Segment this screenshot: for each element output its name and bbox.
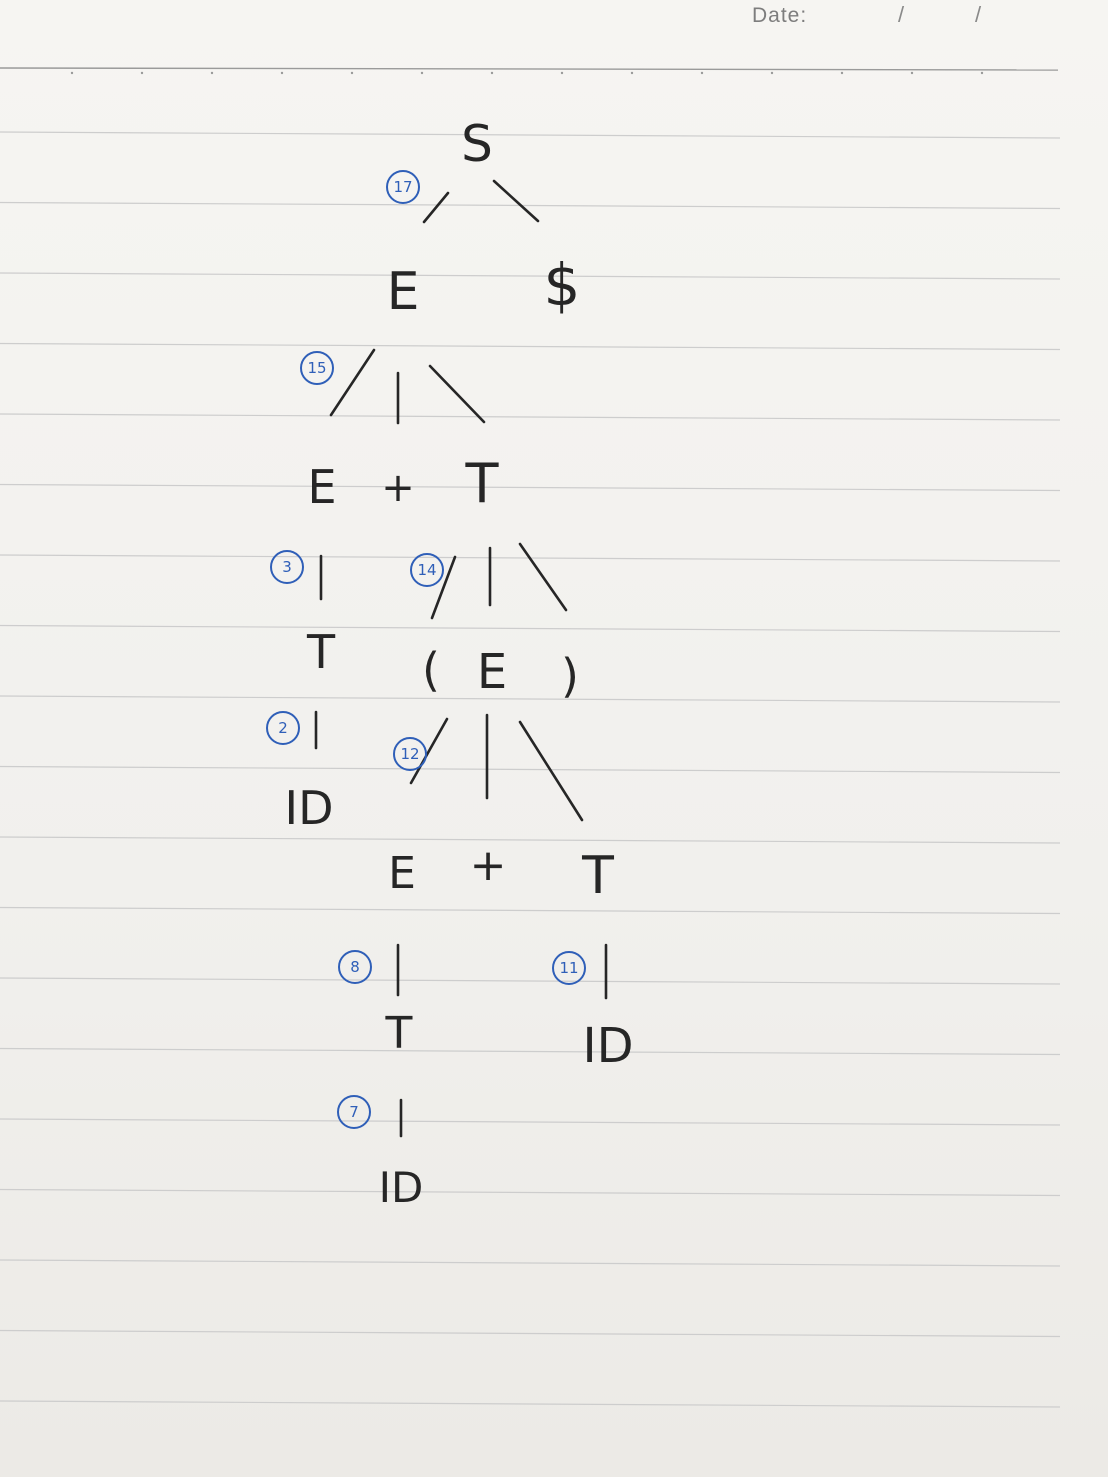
node-T: T — [465, 452, 499, 515]
node-E: E — [307, 460, 337, 514]
header-dot — [770, 71, 774, 75]
node-ID: ID — [582, 1018, 634, 1074]
ruled-line — [0, 483, 1061, 492]
step-badge: 17 — [386, 170, 420, 204]
node-dollar: $ — [543, 251, 581, 319]
ruled-line — [0, 342, 1061, 351]
step-badge: 3 — [270, 550, 304, 584]
header-dot — [350, 71, 354, 75]
ruled-line — [0, 413, 1061, 421]
node-plus: + — [381, 465, 415, 511]
edge-e-e2 — [409, 717, 449, 785]
node-ID: ID — [284, 781, 334, 835]
ruled-line — [0, 272, 1061, 280]
header-dot — [280, 71, 284, 75]
ruled-line — [0, 1047, 1061, 1056]
header-dot — [910, 71, 914, 75]
node-T: T — [385, 1008, 413, 1059]
ruled-line — [0, 131, 1061, 139]
step-badge: 15 — [300, 351, 334, 385]
header-dot — [420, 71, 424, 75]
header-dot — [490, 71, 494, 75]
ruled-line — [0, 1329, 1061, 1338]
step-badge: 8 — [338, 950, 372, 984]
node-plus: + — [469, 840, 507, 891]
node-S: S — [461, 115, 493, 173]
step-badge: 7 — [337, 1095, 371, 1129]
ruled-line — [0, 765, 1061, 774]
edge-t-rparen — [518, 542, 568, 612]
header-dot — [140, 71, 144, 75]
ruled-line — [0, 1259, 1061, 1267]
node-lparen: ( — [422, 643, 440, 697]
header-dot — [70, 71, 74, 75]
date-separator: / — [975, 2, 982, 27]
step-badge: 2 — [266, 711, 300, 745]
header-dot — [210, 71, 214, 75]
node-E: E — [476, 644, 508, 700]
edge-e-t — [428, 364, 486, 424]
node-T: T — [306, 625, 336, 679]
edge-e-t2 — [518, 720, 584, 822]
ruled-line — [0, 977, 1061, 985]
node-T: T — [582, 846, 614, 906]
header-dot — [980, 71, 984, 75]
edge-t-lparen — [430, 555, 457, 620]
header-dot — [840, 71, 844, 75]
node-ID: ID — [378, 1163, 424, 1212]
step-badge: 14 — [410, 553, 444, 587]
date-label: Date: — [752, 4, 808, 27]
ruled-line — [0, 1400, 1061, 1408]
ruled-line — [0, 906, 1061, 915]
ruled-line — [0, 201, 1061, 210]
edge-e-e — [329, 348, 376, 417]
header-dot — [560, 71, 564, 75]
edge-s-e — [422, 191, 450, 224]
node-E: E — [388, 848, 416, 899]
date-separator: / — [898, 2, 905, 27]
ruled-line — [0, 1188, 1061, 1197]
header-rule — [0, 67, 1059, 71]
edge-s-dollar — [492, 179, 540, 223]
ruled-line — [0, 624, 1061, 633]
ruled-line — [0, 695, 1061, 703]
header-dot — [700, 71, 704, 75]
step-badge: 11 — [552, 951, 586, 985]
node-E: E — [386, 262, 420, 322]
node-rparen: ) — [561, 649, 579, 703]
ruled-line — [0, 1118, 1061, 1126]
step-badge: 12 — [393, 737, 427, 771]
ruled-line — [0, 836, 1061, 844]
header-dot — [630, 71, 634, 75]
